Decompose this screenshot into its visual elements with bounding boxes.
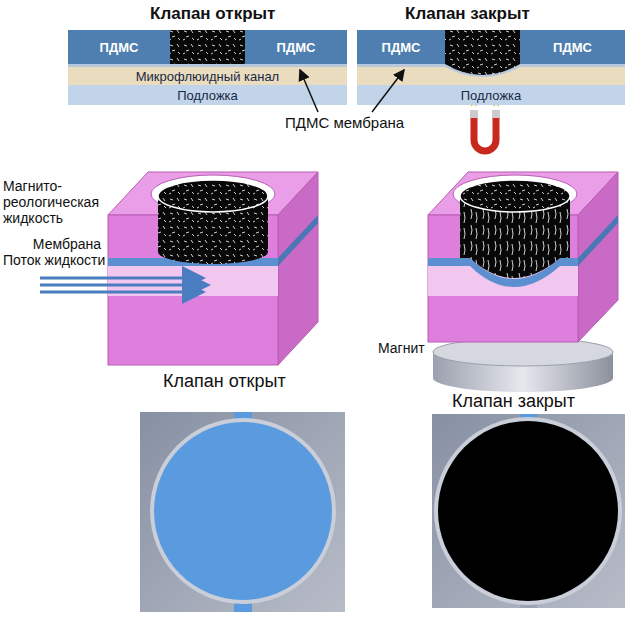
mr-fluid [445,30,520,75]
valve-block-closed [428,172,618,392]
node-text: Подложка [177,89,238,102]
part-label: Мембрана [3,236,101,252]
pdms-block: ПДМС [520,30,625,64]
leader-line [300,70,318,112]
pdms-block: ПДМС [68,30,170,64]
magnet-icon [470,100,500,151]
node-text: ПДМС [382,41,421,54]
part-label: Магнит [378,340,425,356]
mr-fluid [170,30,245,64]
node-text: Подложка [461,89,522,102]
photo-closed [432,414,625,608]
part-label: Поток жидкости [3,252,105,268]
valve-state-title: Клапан открыт [150,4,275,24]
valve-state-caption: Клапан открыт [163,371,286,392]
pdms-block: ПДМС [245,30,347,64]
node-text: ПДМС [277,41,316,54]
channel-layer: Микрофлюидный канал [68,67,347,85]
node-text: ПДМС [553,41,592,54]
leader-line [372,70,404,112]
photo-open [140,412,345,612]
pdms-block: ПДМС [357,30,445,64]
valve-state-title: Клапан закрыт [405,4,530,24]
valve-state-caption: Клапан закрыт [452,391,575,412]
part-label: Магнито-реологическая жидкость [3,178,101,226]
node-text: ПДМС [100,41,139,54]
substrate-layer: Подложка [68,85,347,105]
membrane-callout: ПДМС мембрана [285,114,404,131]
substrate-layer: Подложка [357,85,625,105]
node-text: Микрофлюидный канал [136,70,279,83]
